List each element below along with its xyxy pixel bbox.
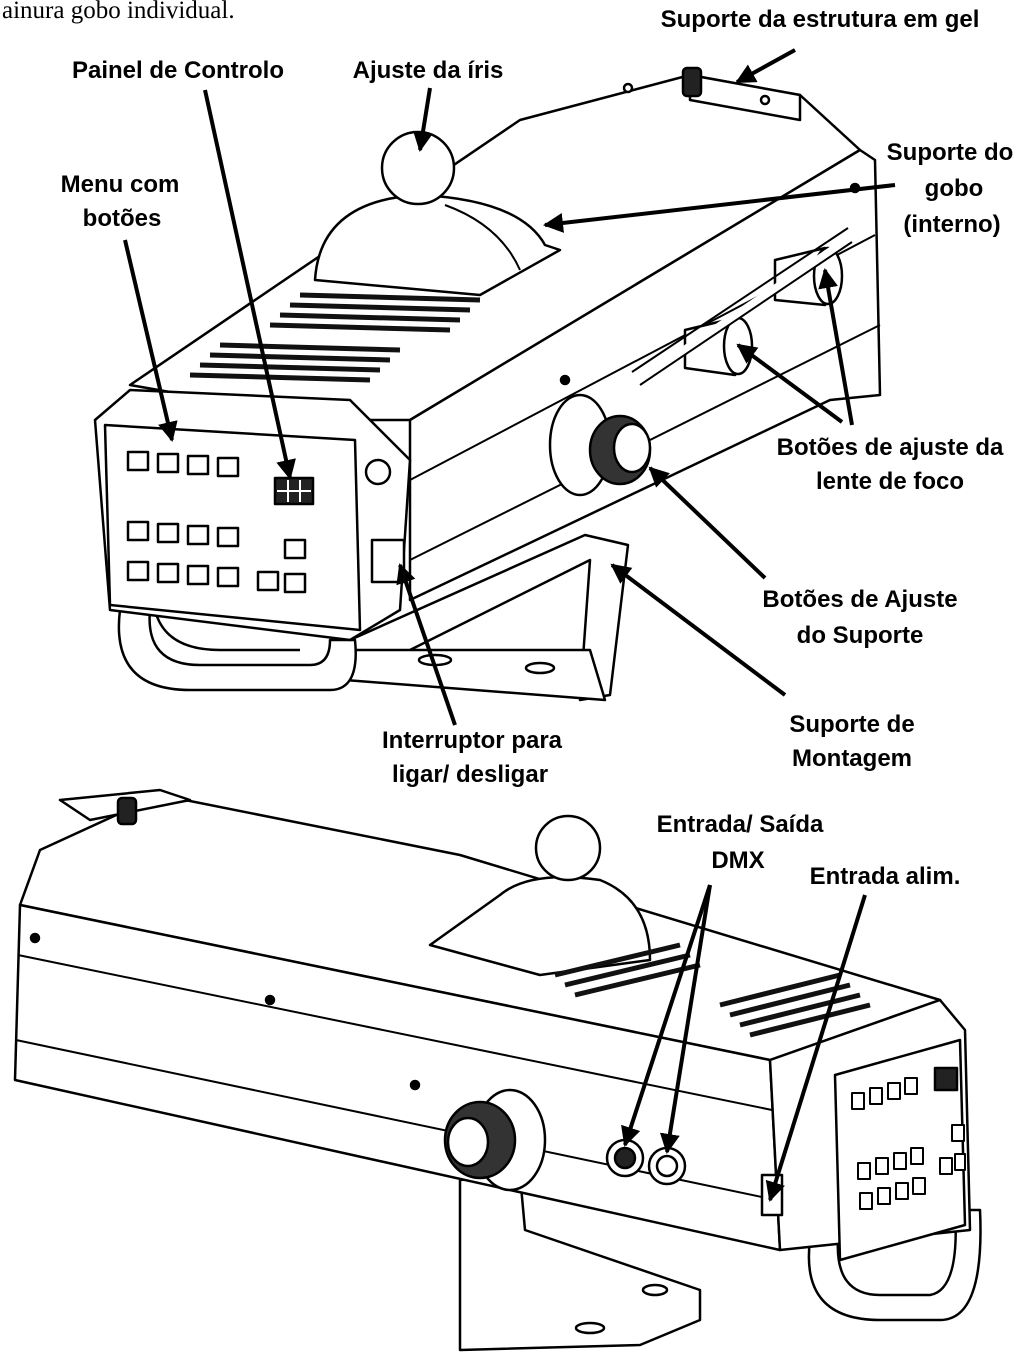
arrow-menu [123,239,178,442]
label-dmx-line1: Entrada/ Saída [657,811,824,838]
label-lente-line1: Botões de ajuste da [777,434,1004,461]
label-menu-line2: botões [83,205,162,232]
arrow-gel [735,48,796,84]
mounting-bracket-base [338,648,607,702]
top-vents-bottom [554,942,871,1038]
label-suporte-gobo-line1: Suporte do [887,139,1014,166]
label-dmx-line2: DMX [711,847,764,874]
led-display-bottom [933,1066,959,1092]
pointer-arrows [123,48,896,1202]
arrow-painel [203,89,296,480]
label-ajuste-iris: Ajuste da íris [353,57,504,84]
arrow-lente-upper [818,268,854,426]
power-switch [370,538,406,584]
iris-knob [380,130,456,206]
arrow-lente-lower [736,343,844,424]
carry-handle-bottom [807,1208,982,1322]
gel-frame-knob-bottom [116,796,138,826]
label-lente-line2: lente de foco [816,468,964,495]
label-montagem-line1: Suporte de [789,711,914,738]
top-vents [189,292,481,383]
iris-knob-bottom [534,814,602,882]
gel-frame-knob [681,66,703,98]
carry-handle [117,608,357,692]
arrow-ajuste-suporte [648,466,767,580]
arrow-iris [412,87,433,152]
top-fixture-illustration [93,66,882,702]
label-painel-controlo: Painel de Controlo [72,57,284,84]
arrow-dmx-in [621,884,712,1147]
label-suporte-gobo-line3: (interno) [903,211,1000,238]
arrow-dmx-out [659,884,712,1154]
label-suporte-gel: Suporte da estrutura em gel [661,6,980,33]
arrow-montagem [610,563,787,697]
label-interruptor-line1: Interruptor para [382,727,563,754]
panel-buttons [126,450,307,594]
label-ajuste-suporte-line2: do Suporte [797,622,924,649]
label-montagem-line2: Montagem [792,745,912,772]
arrow-alim [765,894,867,1202]
arrow-interruptor [396,563,457,726]
iris-dome-bottom [428,875,652,977]
panel-connector [364,458,392,486]
label-suporte-gobo-line2: gobo [925,175,984,202]
label-interruptor-line2: ligar/ desligar [392,761,548,788]
label-entrada-alim: Entrada alim. [810,863,961,890]
label-menu-line1: Menu com [61,171,180,198]
header-text-fragment: ainura gobo individual. [2,0,235,24]
label-ajuste-suporte-line1: Botões de Ajuste [762,586,957,613]
bottom-fixture-illustration [13,788,982,1352]
arrow-gobo [543,183,896,233]
